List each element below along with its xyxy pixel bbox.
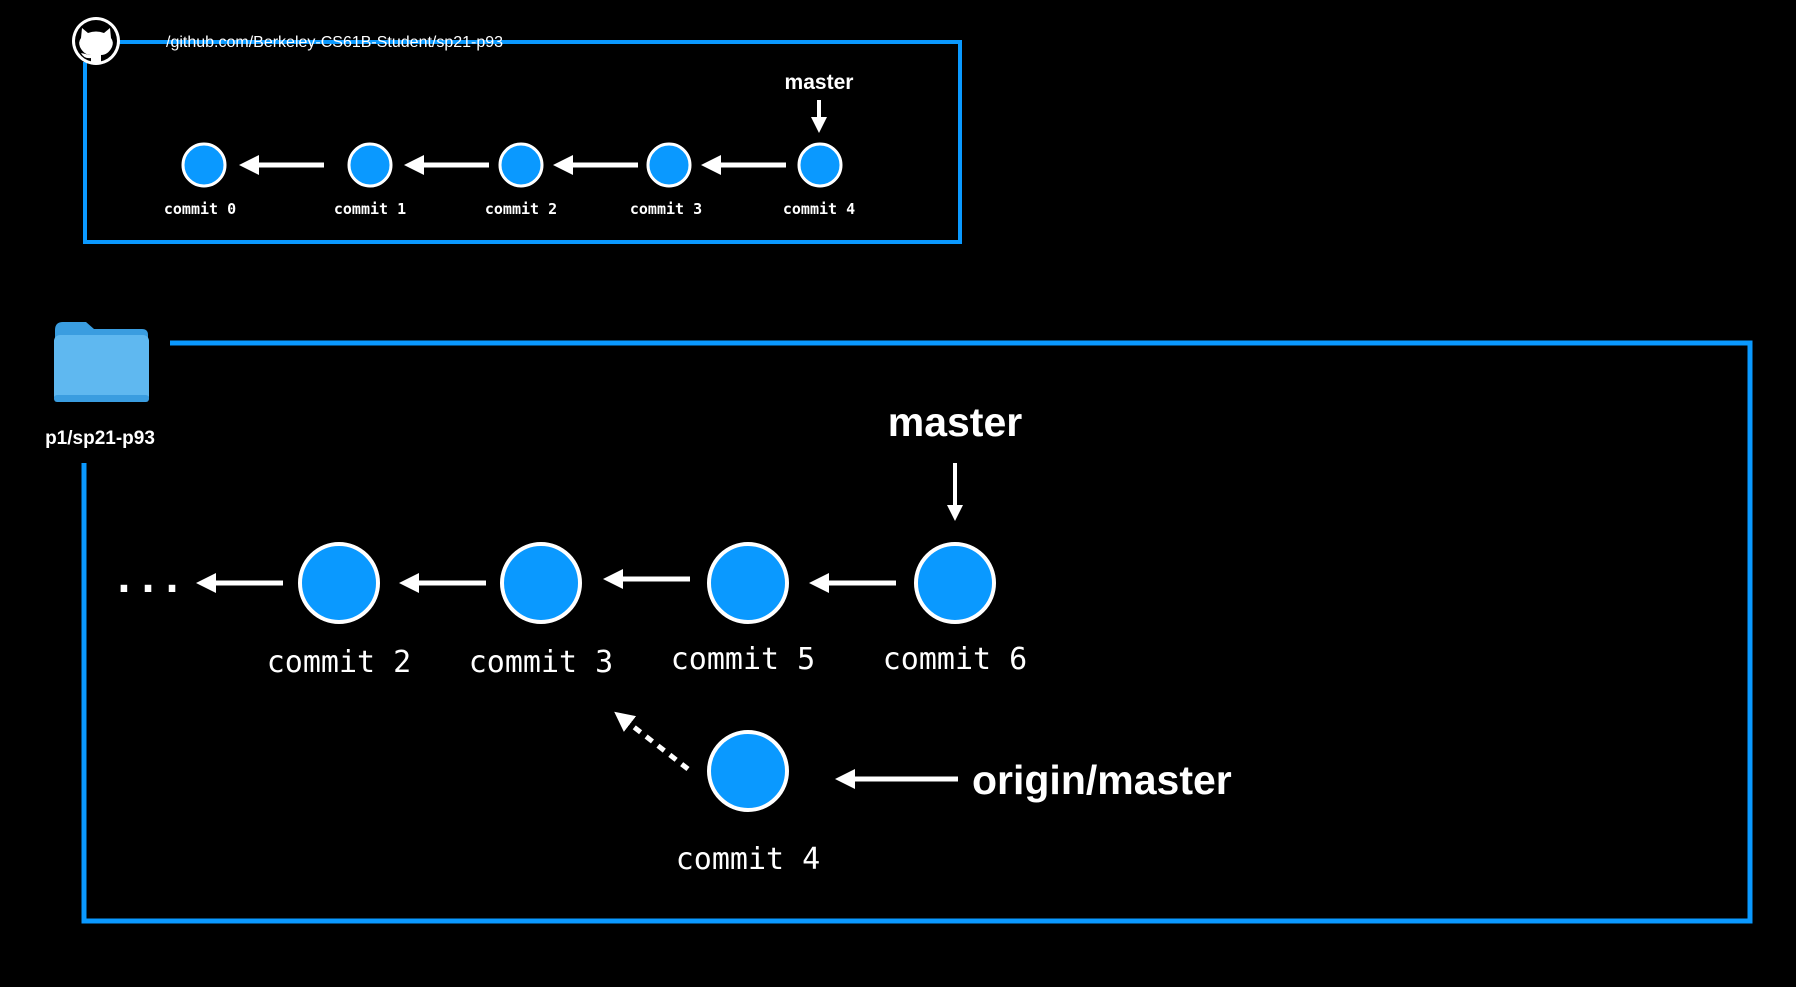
folder-label: p1/sp21-p93 (45, 428, 155, 449)
repo-url[interactable]: /github.com/Berkeley-CS61B-Student/sp21-… (166, 34, 503, 51)
commit-label: commit 4 (783, 200, 855, 218)
local-commit-node: commit 6 (883, 542, 1028, 677)
github-icon (72, 17, 120, 65)
ellipsis: ... (112, 556, 184, 602)
remote-commit-node: commit 1 (334, 142, 406, 218)
commit-label: commit 3 (469, 645, 614, 680)
origin-master-label: origin/master (972, 757, 1232, 803)
commit-label: commit 5 (671, 642, 816, 677)
local-commit-node: commit 3 (469, 542, 614, 680)
remote-commit-node: commit 3 (630, 142, 702, 218)
commit-label: commit 4 (676, 842, 821, 877)
folder-icon (54, 322, 149, 402)
local-commit-node: commit 4 (676, 730, 821, 877)
local-commit-node: commit 2 (267, 542, 412, 680)
commit-label: commit 2 (267, 645, 412, 680)
local-commit-node: commit 5 (671, 542, 816, 677)
commit-label: commit 3 (630, 200, 702, 218)
commit-label: commit 1 (334, 200, 406, 218)
local-repo: p1/sp21-p93 ... master origin/master com… (45, 322, 1753, 924)
divergent-parent-arrow (614, 711, 690, 771)
commit-label: commit 6 (883, 642, 1028, 677)
remote-repo: /github.com/Berkeley-CS61B-Student/sp21-… (72, 17, 962, 244)
remote-commit-node: commit 0 (164, 142, 236, 218)
commit-label: commit 0 (164, 200, 236, 218)
remote-frame (83, 40, 962, 244)
local-frame (81, 340, 1753, 924)
remote-master-label: master (785, 71, 854, 94)
commit-label: commit 2 (485, 200, 557, 218)
remote-commit-node: commit 2 (485, 142, 557, 218)
remote-commit-node: commit 4 (783, 142, 855, 218)
local-master-label: master (888, 399, 1023, 445)
